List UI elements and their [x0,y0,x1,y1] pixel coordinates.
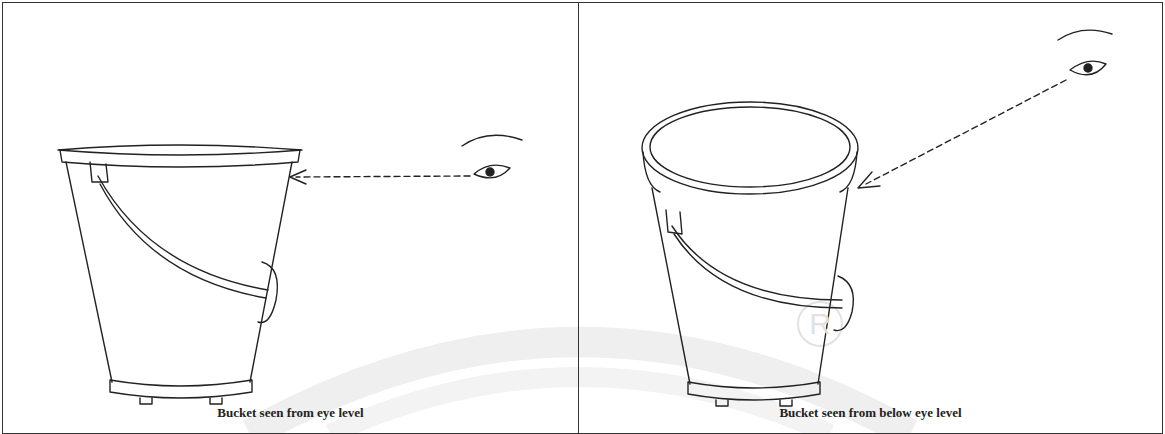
bucket-side [652,188,690,384]
bucket-rim [840,152,857,192]
bucket-side [66,162,112,382]
bucket-rim [642,102,858,194]
caption: Bucket seen from eye level [3,405,578,421]
bucket-ear [258,262,277,323]
bucket-base [110,380,252,398]
bucket-rim [60,150,300,167]
eye-iris [1084,64,1092,72]
bucket-base [688,382,820,400]
eyebrow [1058,30,1112,40]
caption: Bucket seen from below eye level [579,405,1162,421]
eye-iris [486,168,494,176]
panel-frame: Bucket seen from eye level [2,2,579,434]
bucket-side [818,188,848,384]
bucket-rim [643,152,660,192]
sight-line [296,176,470,177]
sight-line [866,80,1066,184]
bucket-side [250,162,292,382]
bucket-rim-inner [650,107,850,187]
panel-frame: Bucket seen from below eye level [578,2,1163,434]
bucket-handle [98,176,268,290]
watermark-arc [250,342,910,434]
bucket-ear [666,210,682,234]
arrow-head [858,172,880,188]
bucket-foot [140,398,222,404]
watermark-arc [330,377,830,434]
bucket-ear [834,276,853,331]
bucket-rim [58,145,302,155]
bucket-handle [100,184,266,298]
watermark: R [800,309,840,339]
eye [474,165,510,178]
arrow-head [290,170,306,184]
eye [1070,61,1106,75]
eyebrow [462,135,522,146]
bucket-handle [672,226,842,300]
bucket-handle [674,234,842,308]
